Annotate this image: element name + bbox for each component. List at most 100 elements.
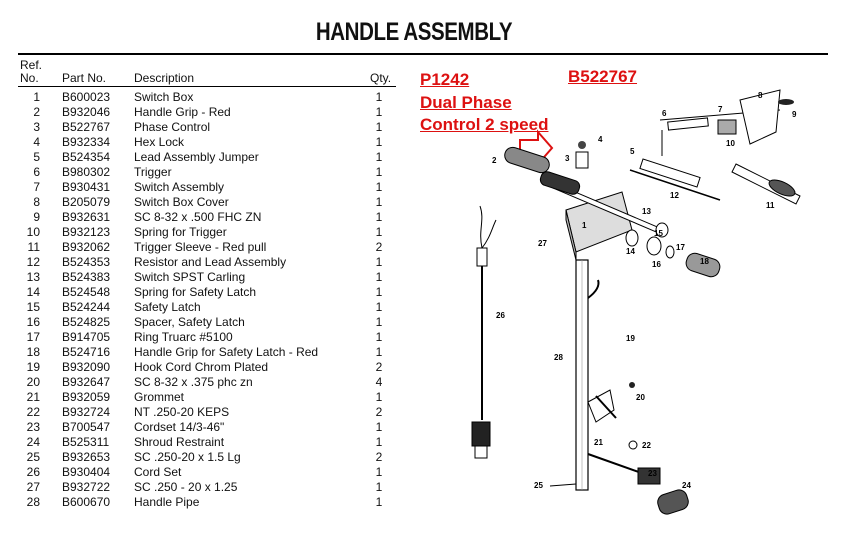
ref-cell: 27 — [26, 480, 40, 494]
ref-cell: 9 — [33, 210, 40, 224]
safety-latch-grip — [685, 252, 721, 278]
part-number-cell: B932653 — [62, 450, 111, 464]
qty-cell: 1 — [375, 195, 383, 209]
callout-6: 6 — [662, 109, 667, 118]
description-cell: SC .250 - 20 x 1.25 — [134, 480, 238, 494]
qty-cell: 2 — [375, 405, 383, 419]
description-cell: Ring Truarc #5100 — [134, 330, 233, 344]
cord-set — [471, 205, 497, 459]
description-cell: SC 8-32 x .500 FHC ZN — [134, 210, 262, 224]
description-cell: Switch Box Cover — [134, 195, 229, 209]
ref-cell: 12 — [26, 255, 40, 269]
part-number-cell: B932090 — [62, 360, 111, 374]
callout-22: 22 — [642, 441, 651, 450]
qty-cell: 4 — [375, 375, 383, 389]
ref-cell: 8 — [33, 195, 40, 209]
callout-8: 8 — [758, 91, 763, 100]
description-cell: Handle Grip for Safety Latch - Red — [134, 345, 319, 359]
description-cell: Spring for Trigger — [134, 225, 227, 239]
qty-cell: 1 — [375, 480, 383, 494]
part-number-cell: B600670 — [62, 495, 111, 509]
part-number-cell: B524353 — [62, 255, 111, 269]
part-number-cell: B930404 — [62, 465, 111, 479]
ref-cell: 2 — [33, 105, 40, 119]
ref-cell: 1 — [33, 90, 40, 104]
ref-cell: 5 — [33, 150, 40, 164]
callout-24: 24 — [682, 481, 691, 490]
trigger-assembly — [629, 89, 801, 205]
part-number-cell: B932046 — [62, 105, 111, 119]
ref-cell: 17 — [26, 330, 40, 344]
description-cell: Trigger — [134, 165, 172, 179]
table-row: 28 B600670 Handle Pipe 1 — [18, 495, 398, 510]
ref-cell: 19 — [26, 360, 40, 374]
ref-cell: 28 — [26, 495, 40, 509]
ref-cell: 20 — [26, 375, 40, 389]
safety-latch-parts — [625, 222, 675, 259]
part-number-cell: B524716 — [62, 345, 111, 359]
description-cell: Spacer, Safety Latch — [134, 315, 245, 329]
description-cell: Grommet — [134, 390, 185, 404]
description-cell: Resistor and Lead Assembly — [134, 255, 287, 269]
title-rule — [18, 53, 828, 55]
handle-grip — [504, 146, 550, 174]
callout-12: 12 — [670, 191, 679, 200]
callout-28: 28 — [554, 353, 563, 362]
part-number-cell: B932123 — [62, 225, 111, 239]
qty-cell: 2 — [375, 450, 383, 464]
description-cell: Handle Pipe — [134, 495, 200, 509]
part-number-cell: B980302 — [62, 165, 111, 179]
qty-cell: 1 — [375, 105, 383, 119]
ref-cell: 15 — [26, 300, 40, 314]
callout-10: 10 — [726, 139, 735, 148]
header-part-no: Part No. — [62, 71, 107, 85]
callout-21: 21 — [594, 438, 603, 447]
callout-19: 19 — [626, 334, 635, 343]
callout-17: 17 — [676, 243, 685, 252]
callout-20: 20 — [636, 393, 645, 402]
callout-3: 3 — [565, 154, 570, 163]
callout-4: 4 — [598, 135, 603, 144]
table-row: 12 B524353 Resistor and Lead Assembly 1 — [18, 255, 398, 270]
callout-16: 16 — [652, 260, 661, 269]
part-number-cell: B932631 — [62, 210, 111, 224]
qty-cell: 1 — [375, 255, 383, 269]
qty-cell: 1 — [375, 330, 383, 344]
qty-cell: 1 — [375, 390, 383, 404]
qty-cell: 1 — [375, 150, 383, 164]
ref-cell: 14 — [26, 285, 40, 299]
description-cell: Cordset 14/3-46" — [134, 420, 225, 434]
description-cell: Hex Lock — [134, 135, 185, 149]
qty-cell: 1 — [375, 465, 383, 479]
ref-cell: 4 — [33, 135, 40, 149]
callout-7: 7 — [718, 105, 723, 114]
ref-cell: 23 — [26, 420, 40, 434]
callout-5: 5 — [630, 147, 635, 156]
part-number-cell: B524244 — [62, 300, 111, 314]
callout-13: 13 — [642, 207, 651, 216]
ref-cell: 11 — [27, 240, 40, 254]
qty-cell: 1 — [375, 135, 383, 149]
description-cell: Switch Box — [134, 90, 194, 104]
qty-cell: 1 — [375, 210, 383, 224]
ref-cell: 6 — [33, 165, 40, 179]
part-number-cell: B600023 — [62, 90, 111, 104]
qty-cell: 1 — [375, 495, 383, 509]
description-cell: Cord Set — [134, 465, 182, 479]
qty-cell: 1 — [375, 225, 383, 239]
header-description: Description — [134, 71, 195, 85]
qty-cell: 2 — [375, 240, 383, 254]
callout-2: 2 — [492, 156, 497, 165]
callout-14: 14 — [626, 247, 635, 256]
header-rule — [18, 86, 396, 87]
